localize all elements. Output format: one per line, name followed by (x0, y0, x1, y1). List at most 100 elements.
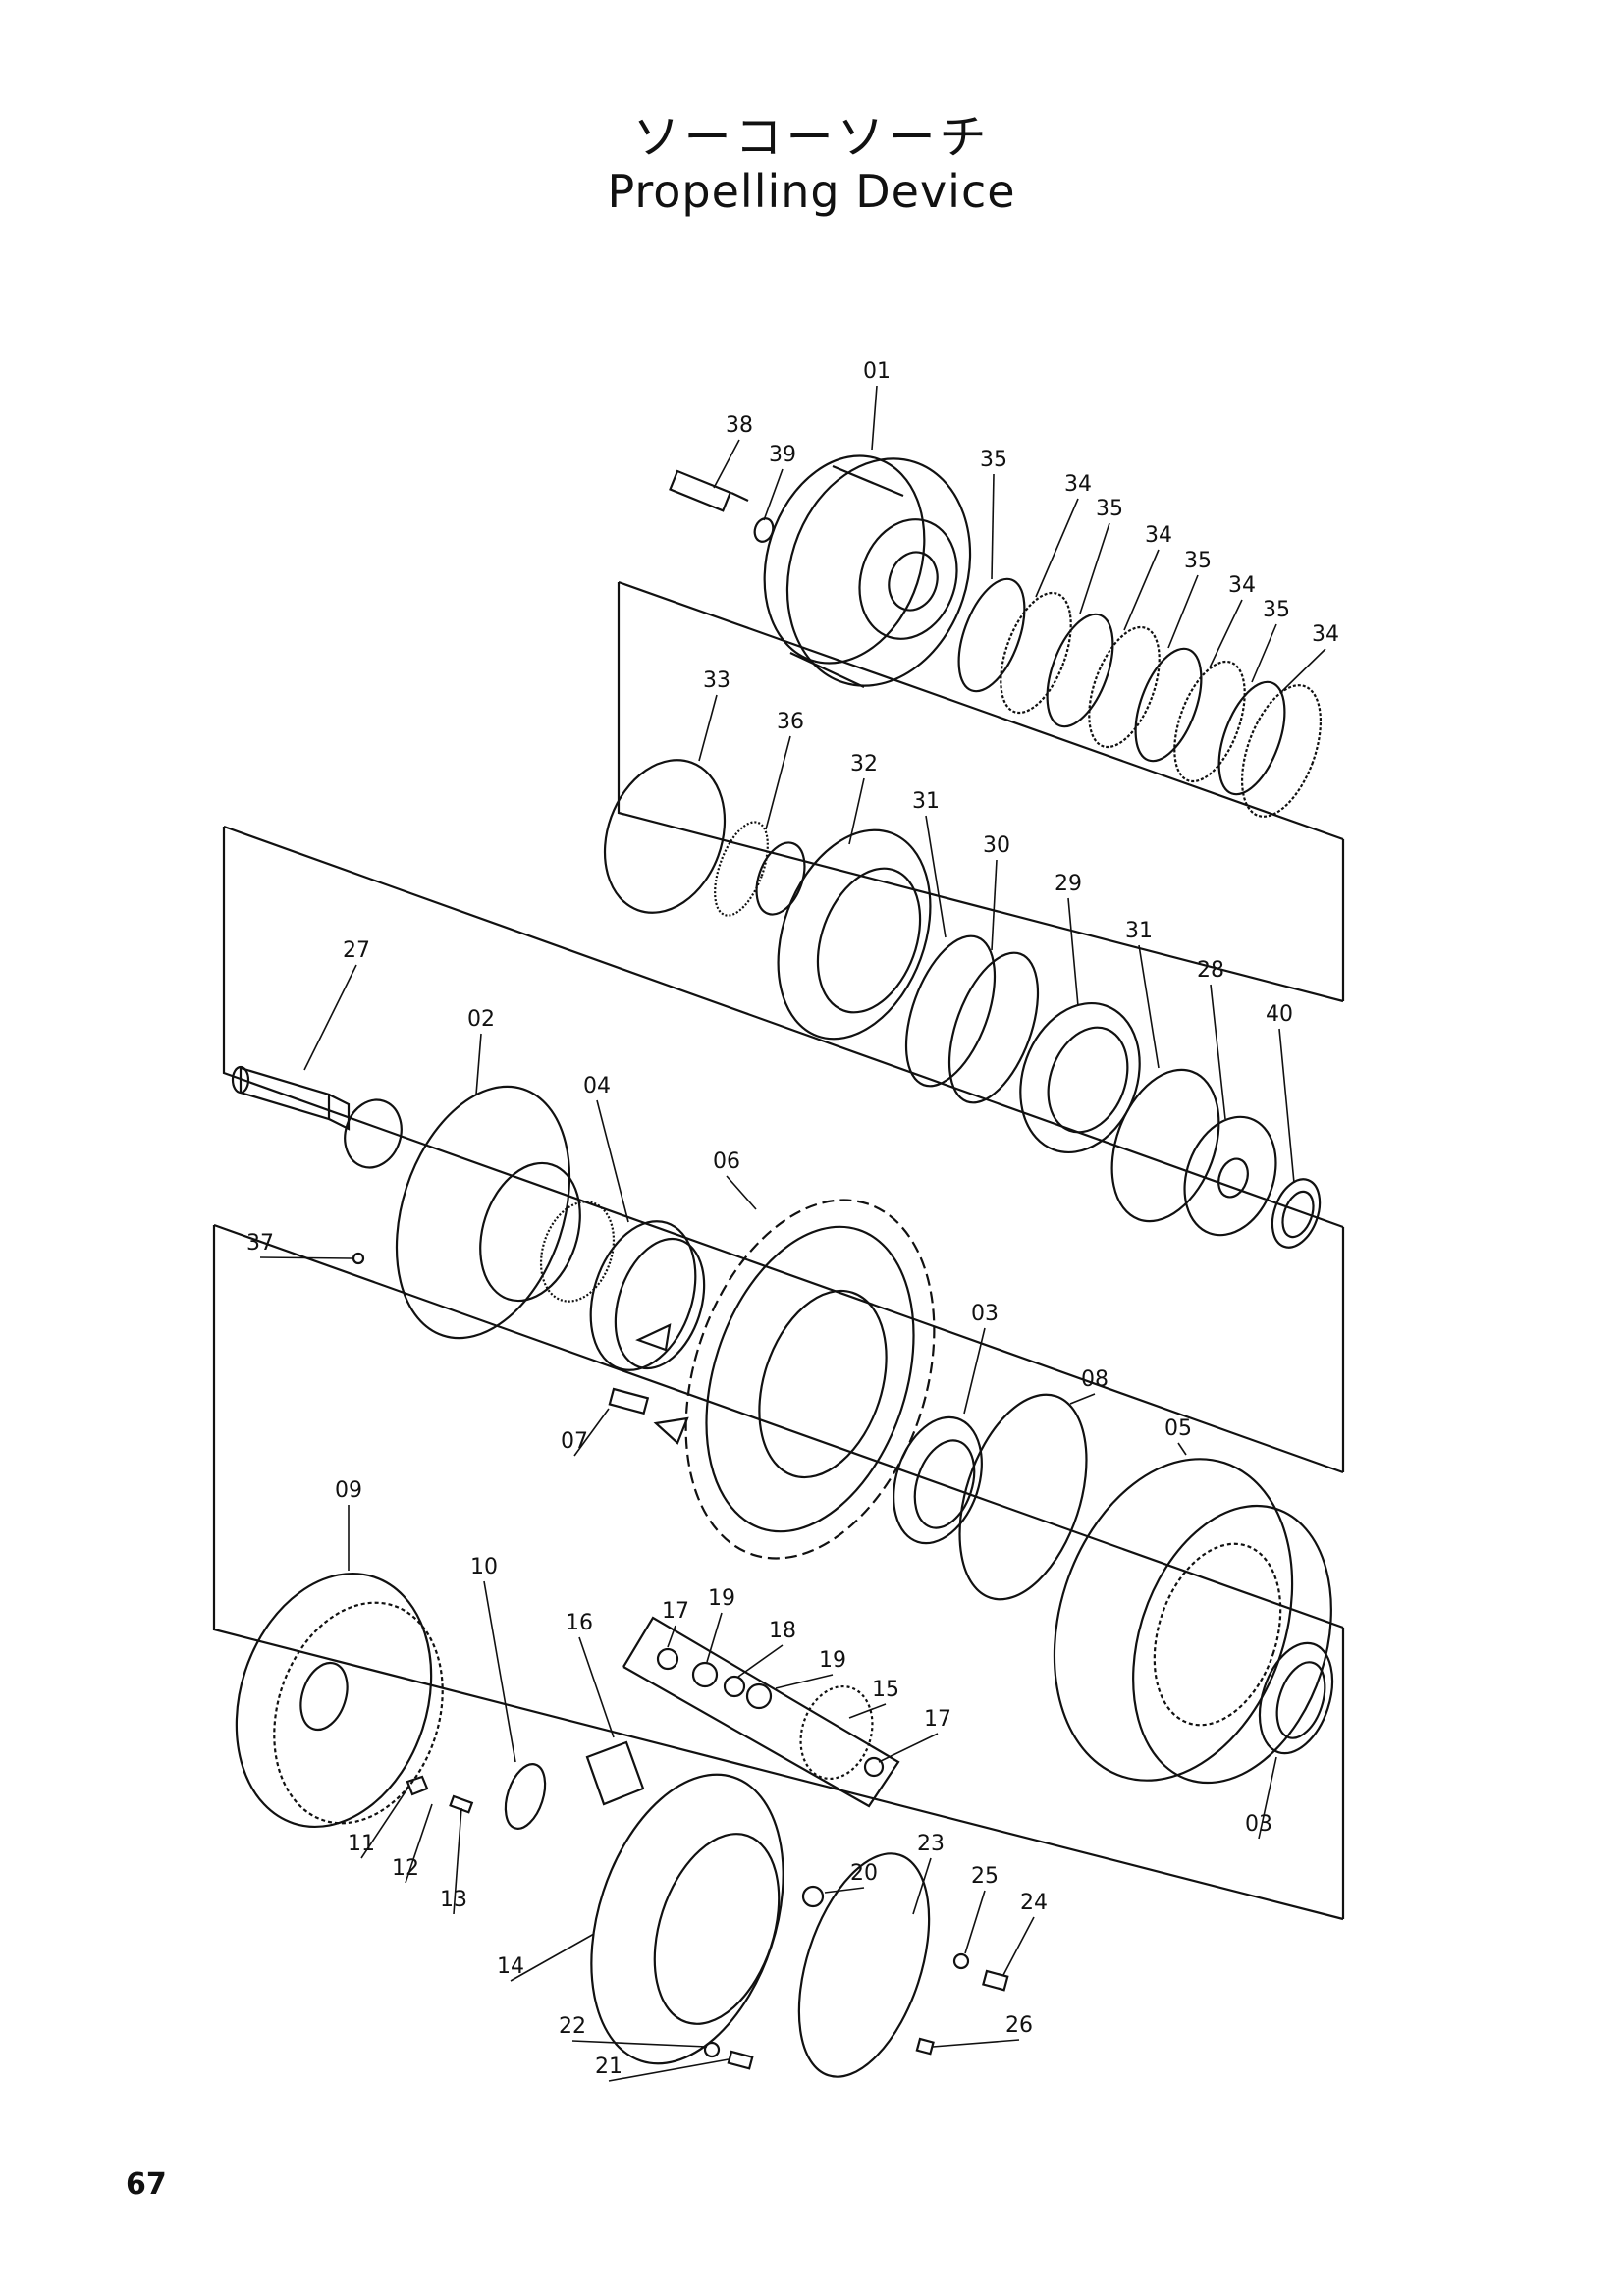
brake-components (603, 759, 1322, 1249)
leader-line-40 (1278, 1028, 1295, 1184)
part-label-13: 13 (440, 1888, 467, 1912)
pinion-shaft (231, 1065, 403, 1169)
leader-line-37 (259, 1256, 352, 1259)
leader-line-33 (698, 694, 718, 762)
leader-line-03 (963, 1327, 986, 1415)
bearing-and-oring (893, 1393, 1088, 1601)
part-label-24: 24 (1020, 1891, 1048, 1915)
part-label-17: 17 (924, 1707, 951, 1732)
part-label-08: 08 (1081, 1367, 1109, 1392)
leader-line-36 (765, 735, 791, 830)
part-label-39: 39 (769, 443, 796, 467)
floating-seal (589, 1220, 706, 1371)
leader-line-31 (1138, 944, 1160, 1069)
part-label-07: 07 (561, 1429, 588, 1454)
part-label-34: 34 (1228, 573, 1256, 598)
leader-line-12 (405, 1803, 433, 1884)
part-label-34: 34 (1145, 523, 1172, 548)
leader-line-16 (578, 1636, 615, 1738)
leader-line-31 (925, 815, 947, 938)
part-label-40: 40 (1266, 1002, 1293, 1027)
leader-line-06 (726, 1175, 757, 1210)
part-label-29: 29 (1055, 872, 1082, 896)
leader-line-03 (1258, 1756, 1277, 1840)
part-label-32: 32 (850, 752, 878, 776)
part-label-35: 35 (1263, 598, 1290, 622)
leader-line-34 (1035, 498, 1079, 598)
motor-housing (763, 454, 972, 688)
part-label-03: 03 (971, 1302, 999, 1326)
part-label-19: 19 (708, 1586, 735, 1611)
leader-line-35 (991, 473, 995, 580)
part-label-03: 03 (1245, 1812, 1272, 1837)
leader-line-34 (1280, 648, 1326, 693)
leader-line-25 (964, 1890, 986, 1954)
ring-gear (235, 1572, 444, 1829)
frame-lower-top (213, 1223, 1344, 1629)
leader-line-29 (1067, 897, 1079, 1007)
leader-line-38 (713, 439, 740, 489)
part-label-25: 25 (971, 1864, 999, 1889)
part-label-19: 19 (819, 1648, 846, 1673)
leader-line-35 (1251, 623, 1277, 683)
leader-line-30 (991, 859, 998, 951)
leader-line-35 (1079, 522, 1110, 614)
leader-line-04 (596, 1099, 629, 1223)
part-label-10: 10 (470, 1555, 498, 1579)
part-label-16: 16 (566, 1611, 593, 1635)
part-label-33: 33 (703, 668, 730, 693)
leader-line-10 (483, 1580, 516, 1763)
page-number: 67 (126, 2167, 167, 2202)
part-label-30: 30 (983, 833, 1010, 858)
part-label-38: 38 (726, 413, 753, 438)
leader-line-11 (360, 1788, 408, 1859)
bolt-and-washer (669, 469, 775, 543)
leader-line-05 (1177, 1442, 1187, 1456)
part-label-15: 15 (872, 1678, 899, 1702)
leader-lines (259, 385, 1326, 2082)
hub (1053, 1458, 1334, 1785)
part-label-12: 12 (392, 1856, 419, 1881)
part-label-26: 26 (1005, 2013, 1033, 2038)
part-label-34: 34 (1312, 622, 1339, 647)
leader-line-23 (912, 1857, 932, 1915)
leader-line-24 (1002, 1916, 1035, 1976)
leader-line-39 (763, 468, 784, 521)
leader-line-27 (303, 964, 357, 1071)
leader-line-01 (871, 385, 878, 451)
leader-line-17 (878, 1733, 939, 1763)
leader-line-32 (848, 777, 865, 845)
part-label-05: 05 (1164, 1416, 1192, 1441)
title-english: Propelling Device (607, 165, 1016, 218)
leader-line-20 (824, 1887, 865, 1894)
leader-line-35 (1167, 574, 1199, 649)
part-label-35: 35 (980, 448, 1007, 472)
part-label-21: 21 (595, 2055, 622, 2079)
leader-line-34 (1123, 549, 1160, 631)
part-label-02: 02 (467, 1007, 495, 1032)
part-label-31: 31 (1125, 919, 1153, 943)
part-label-18: 18 (769, 1619, 796, 1643)
title-japanese: ソーコーソーチ (632, 110, 991, 165)
part-label-36: 36 (777, 710, 804, 734)
part-label-20: 20 (850, 1861, 878, 1886)
part-label-35: 35 (1096, 497, 1123, 521)
part-label-04: 04 (583, 1074, 611, 1098)
leader-line-07 (573, 1408, 610, 1457)
part-label-31: 31 (912, 789, 940, 814)
part-label-06: 06 (713, 1149, 740, 1174)
part-label-23: 23 (917, 1832, 945, 1856)
leader-line-19 (775, 1674, 834, 1689)
frame-middle-top (223, 825, 1344, 1229)
leader-line-22 (571, 2040, 708, 2048)
leader-line-14 (510, 1933, 595, 1982)
planetary-parts (406, 1647, 885, 1830)
group-frames (212, 580, 1345, 1921)
leader-line-02 (475, 1033, 482, 1095)
frame-middle (222, 827, 1344, 1474)
frame-gear-set (622, 1616, 900, 1808)
leader-line-08 (1069, 1393, 1096, 1405)
leader-line-15 (848, 1703, 887, 1719)
part-label-34: 34 (1064, 472, 1092, 497)
part-label-17: 17 (662, 1599, 689, 1624)
